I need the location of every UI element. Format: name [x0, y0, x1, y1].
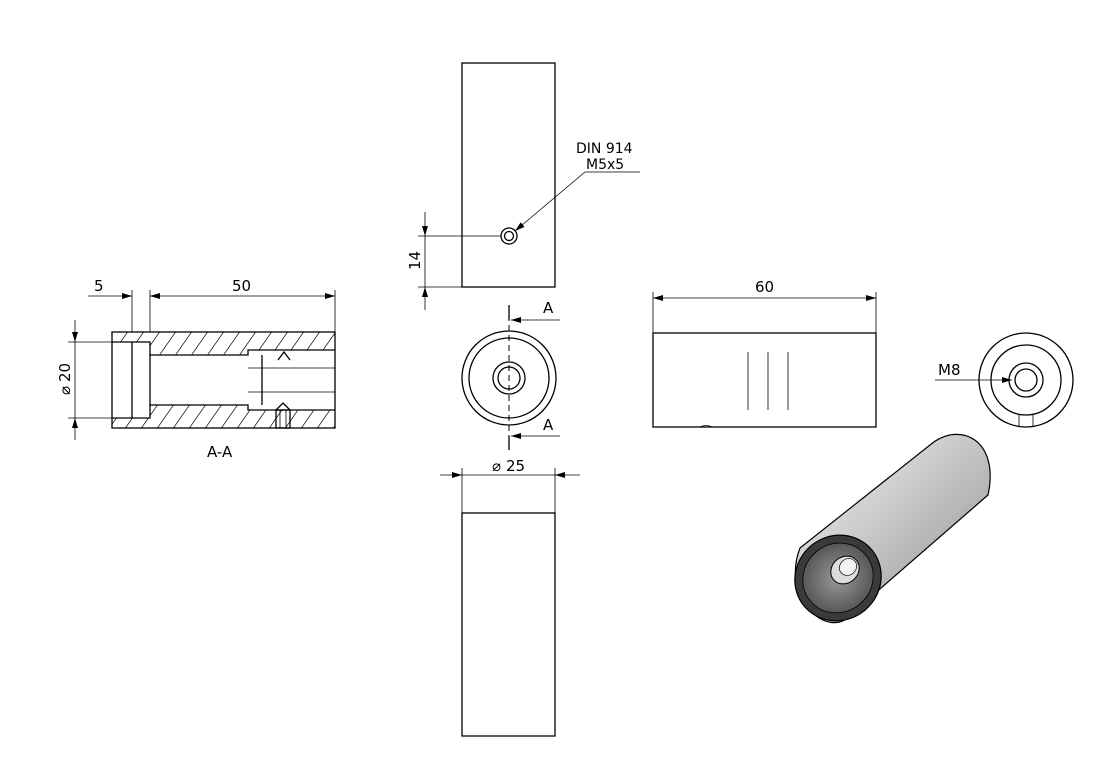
thread-label: M8 [938, 361, 961, 379]
end-bore-circle [1008, 362, 1044, 398]
dim-flange-label: 5 [94, 277, 104, 295]
dim-diameter-symbol: ⌀ [492, 457, 501, 475]
screw-cone-bottom [275, 402, 291, 411]
screw-cone-top [277, 350, 291, 361]
dim-bore-label: 20 [56, 363, 74, 382]
front-bore-circle [492, 361, 526, 395]
iso-bore-inner [839, 558, 857, 576]
section-outline [111, 331, 336, 429]
section-bore-top-edge [112, 341, 335, 356]
section-marker-bottom: A [543, 416, 554, 434]
bottom-view: ⌀ 25 [440, 457, 580, 737]
side-view-outline [652, 332, 877, 428]
section-view-a-a: 5 50 ⌀ 20 A-A [56, 277, 336, 461]
dim-diameter-label: 25 [506, 457, 525, 475]
end-thread-circle [1014, 368, 1038, 392]
top-view: DIN 914 M5x5 14 [406, 62, 640, 310]
callout-line2: M5x5 [586, 157, 624, 173]
bottom-view-outline [461, 512, 556, 737]
dim-bore-symbol: ⌀ [56, 386, 74, 395]
dim-length-label: 60 [755, 278, 774, 296]
section-marker-top: A [543, 299, 554, 317]
callout-leader [514, 171, 586, 232]
hatch-top [112, 332, 335, 355]
end-view: M8 [935, 332, 1074, 428]
front-view: A A [461, 299, 560, 450]
hatch-bottom [112, 405, 335, 428]
screw-hole-inner [503, 230, 515, 242]
section-label: A-A [207, 443, 233, 461]
set-screw-section [275, 409, 291, 429]
dim-screw-height-label: 14 [406, 251, 424, 270]
screw-hole-outer [500, 227, 518, 245]
dim-body-label: 50 [232, 277, 251, 295]
iso-view [794, 433, 991, 624]
section-bore-bottom-edge [112, 404, 335, 419]
callout-line1: DIN 914 [576, 141, 633, 157]
top-view-outline [461, 62, 556, 288]
side-view: 60 [652, 278, 877, 428]
